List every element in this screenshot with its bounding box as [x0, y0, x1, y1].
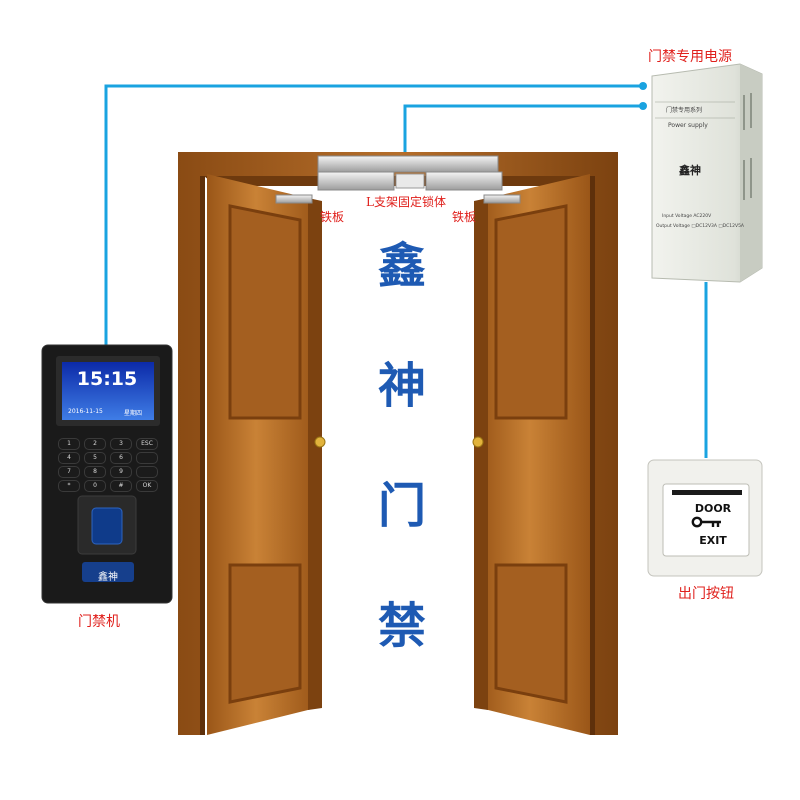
keypad-key — [136, 452, 158, 464]
left-door-knob — [315, 437, 325, 447]
exit-button-label: 出门按钮 — [678, 583, 734, 603]
wire-node-a — [639, 82, 647, 90]
brand-char: 禁 — [352, 586, 452, 656]
keypad-key: * — [58, 480, 80, 492]
iron-plate-right — [484, 195, 520, 203]
keypad-key — [136, 466, 158, 478]
psu-input-voltage: Input Voltage AC220V — [662, 214, 711, 219]
keypad-key: # — [110, 480, 132, 492]
keypad-key: 8 — [84, 466, 106, 478]
wire-lock-to-psu — [405, 106, 645, 152]
iron-plate-left — [276, 195, 312, 203]
iron-plate-right-label: 铁板 — [452, 208, 476, 225]
button-exit-text: EXIT — [683, 534, 743, 547]
button-door-text: DOOR — [683, 502, 743, 515]
iron-plate-left-label: 铁板 — [320, 208, 344, 225]
keypad-key: ESC — [136, 438, 158, 450]
keypad-key: 4 — [58, 452, 80, 464]
keypad-key: 0 — [84, 480, 106, 492]
exit-button-panel — [648, 460, 762, 576]
keypad-key: 6 — [110, 452, 132, 464]
keypad-key: 9 — [110, 466, 132, 478]
keypad-key: 7 — [58, 466, 80, 478]
keypad-key: 3 — [110, 438, 132, 450]
magnetic-lock-right — [426, 172, 502, 190]
psu-output-voltage: Output Voltage □DC12V3A □DC12V5A — [656, 224, 744, 229]
psu-logo: 鑫神 — [660, 162, 720, 178]
fingerprint-sensor — [92, 508, 122, 544]
left-door-leaf — [207, 174, 325, 735]
device-clock: 15:15 — [66, 368, 148, 390]
device-date: 2016-11-15 — [68, 408, 103, 415]
keypad-key: 1 — [58, 438, 80, 450]
access-controller-label: 门禁机 — [78, 611, 120, 631]
brand-char: 神 — [352, 346, 452, 416]
brand-char: 鑫 — [352, 226, 452, 296]
brand-char: 门 — [352, 466, 452, 536]
magnetic-lock-left — [318, 172, 394, 190]
keypad-key: 5 — [84, 452, 106, 464]
psu-series-text: 门禁专用系列 — [666, 105, 702, 114]
right-door-knob — [473, 437, 483, 447]
wire-node-b — [639, 102, 647, 110]
keypad-key: 2 — [84, 438, 106, 450]
right-door-leaf — [473, 174, 590, 735]
keypad-key: OK — [136, 480, 158, 492]
psu-power-text: Power supply — [668, 122, 708, 129]
device-weekday: 星期四 — [124, 408, 142, 417]
l-bracket-label: L支架固定锁体 — [366, 193, 446, 210]
power-supply-label: 门禁专用电源 — [648, 46, 732, 66]
device-logo: 鑫神 — [82, 568, 134, 583]
